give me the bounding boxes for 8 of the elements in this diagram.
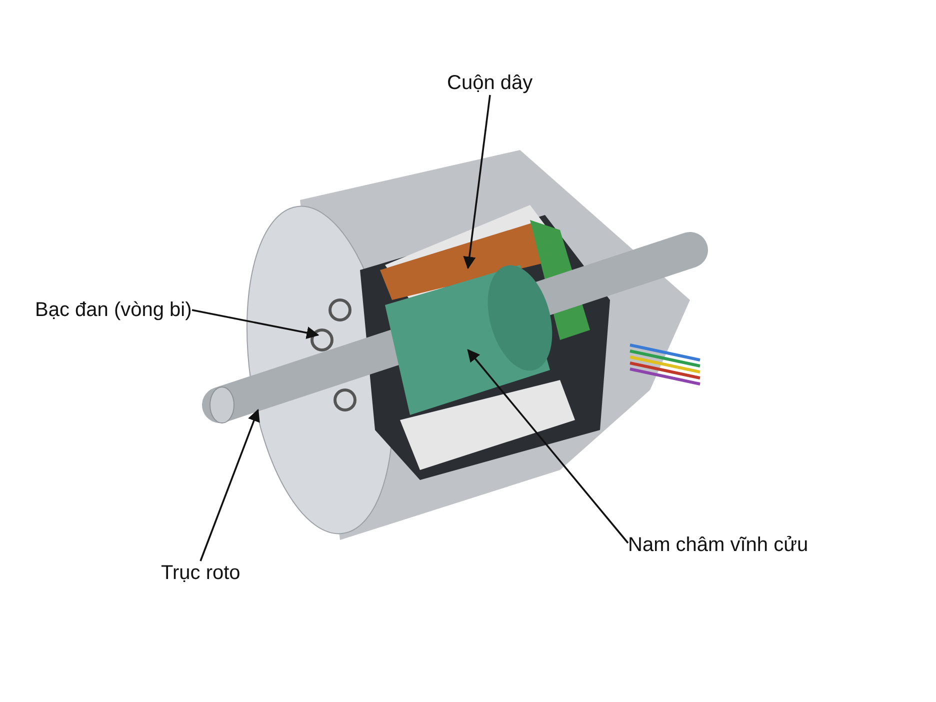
part-label: Cuộn dây — [447, 71, 533, 95]
leader-line — [467, 349, 629, 544]
leader-line — [192, 309, 320, 339]
leader-line — [463, 94, 491, 270]
part-label: Bạc đan (vòng bi) — [35, 298, 192, 322]
part-label: Trục roto — [161, 561, 240, 585]
part-label: Nam châm vĩnh cửu — [628, 533, 808, 557]
leader-line — [200, 408, 260, 562]
